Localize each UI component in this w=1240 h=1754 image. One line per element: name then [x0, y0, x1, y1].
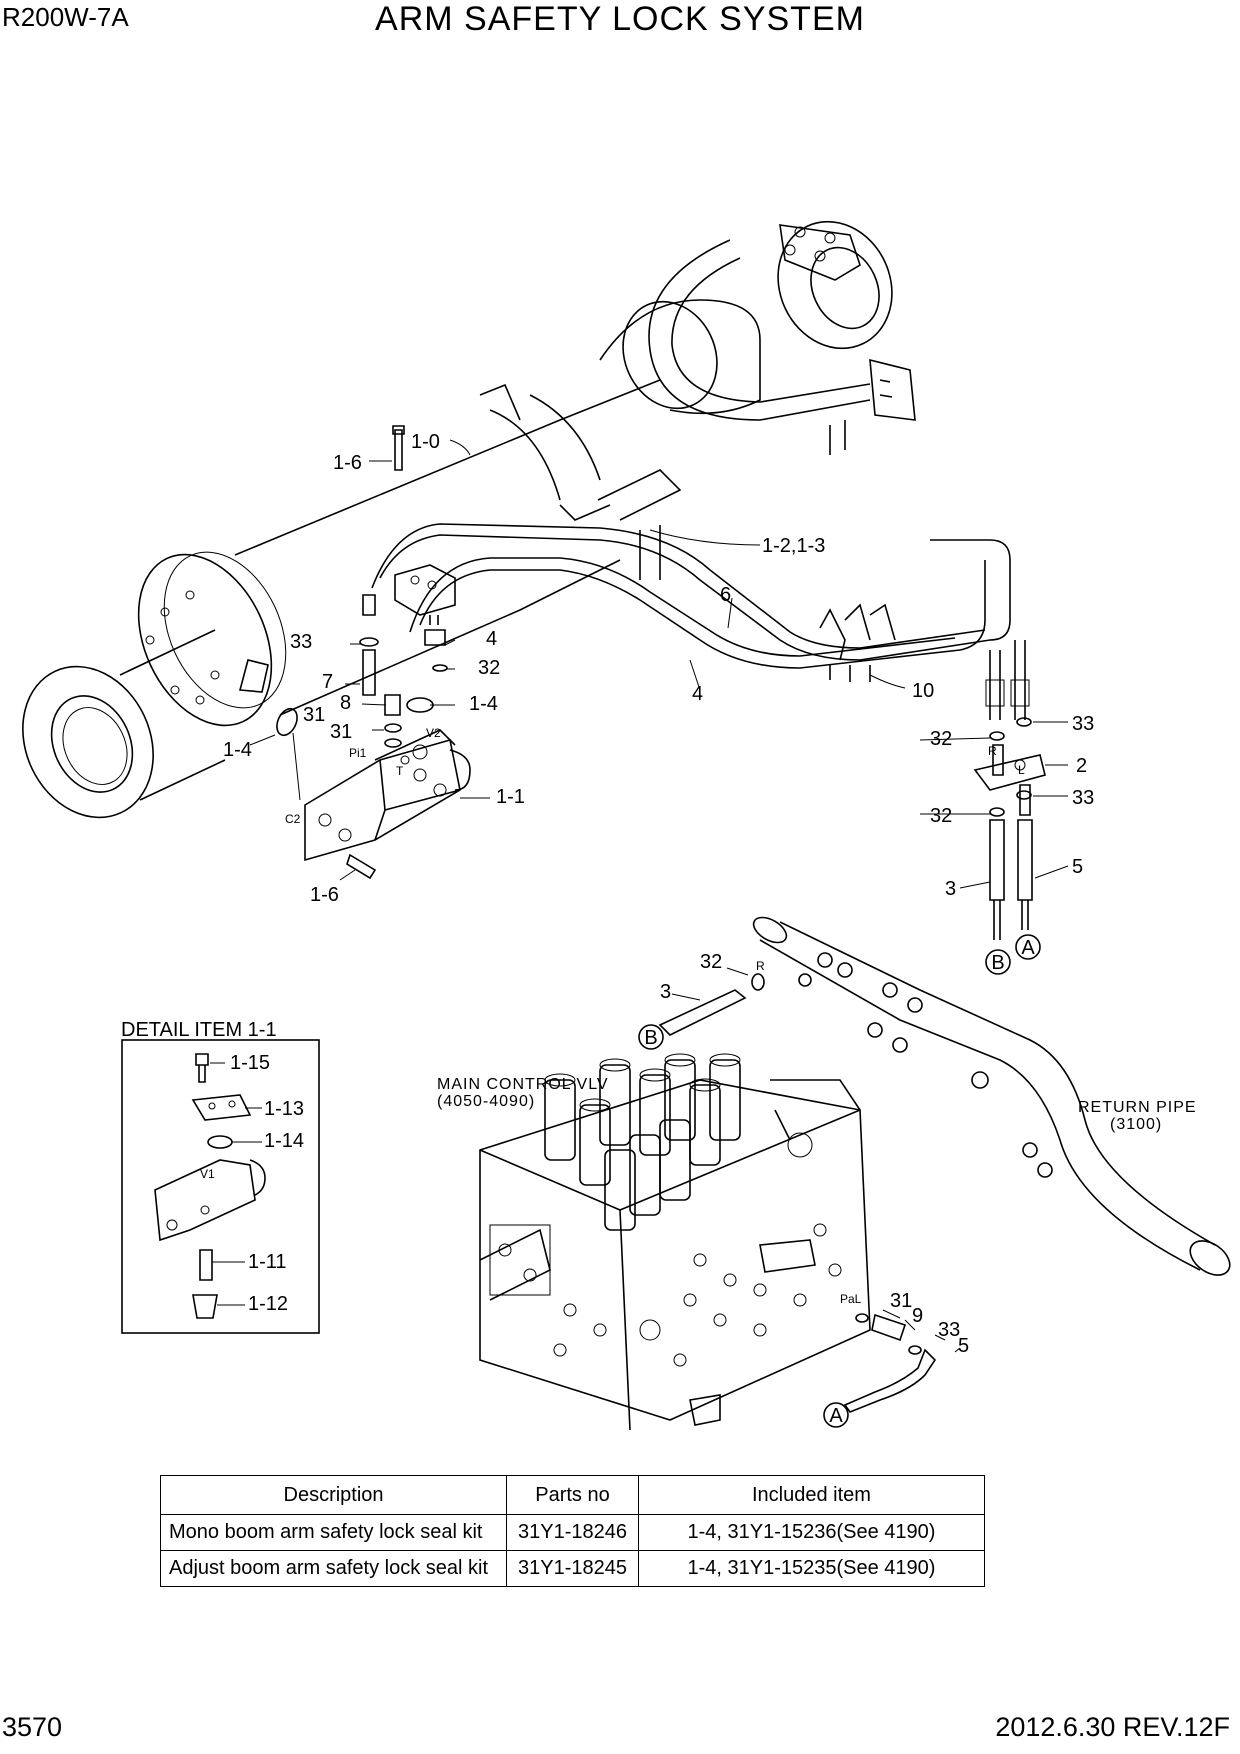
cell-included-item: 1-4, 31Y1-15235(See 4190): [637, 1550, 986, 1587]
callout-31: 31: [890, 1290, 912, 1312]
page-number: 3570: [2, 1712, 63, 1742]
mcv-caption-ref: (4050-4090): [437, 1093, 535, 1110]
callout-1-2-1-3: 1-2,1-3: [762, 535, 825, 557]
svg-text:A: A: [1021, 937, 1035, 959]
callout-33: 33: [290, 631, 312, 653]
callout-1-4: 1-4: [469, 693, 498, 715]
connector-b-upper: B: [985, 949, 1011, 975]
svg-text:A: A: [829, 1405, 843, 1427]
svg-text:PaL: PaL: [840, 1292, 862, 1306]
return-pipe-caption: RETURN PIPE: [1078, 1099, 1197, 1116]
callout-31: 31: [330, 721, 352, 743]
captions: MAIN CONTROL VLV (4050-4090) RETURN PIPE…: [437, 1076, 1197, 1133]
callout-7: 7: [322, 671, 333, 693]
callout-3: 3: [660, 981, 671, 1003]
cell-description: Adjust boom arm safety lock seal kit: [159, 1550, 508, 1587]
callout-33: 33: [1072, 787, 1094, 809]
return-pipe: [658, 916, 1231, 1276]
bracket-fittings: [973, 717, 1046, 940]
svg-text:B: B: [991, 952, 1004, 974]
detail-callout-1-15: 1-15: [230, 1052, 270, 1074]
detail-callout-1-14: 1-14: [264, 1130, 304, 1152]
callout-4: 4: [486, 628, 497, 650]
callout-5: 5: [1072, 856, 1083, 878]
table-row: Mono boom arm safety lock seal kit 31Y1-…: [159, 1514, 986, 1551]
svg-text:V2: V2: [426, 726, 441, 740]
detail-callout-1-12: 1-12: [248, 1293, 288, 1315]
header-parts-no: Parts no: [506, 1475, 639, 1515]
callout-33: 33: [938, 1319, 960, 1341]
connector-a-lower: A: [823, 1402, 849, 1428]
callout-2: 2: [1076, 755, 1087, 777]
parts-table-header: Description Parts no Included item: [159, 1475, 986, 1515]
cell-parts-no: 31Y1-18245: [506, 1550, 639, 1587]
callout-5: 5: [958, 1335, 969, 1357]
detail-item-box: DETAIL ITEM 1-1 1-15 1-13 1-14 1-11 1-12…: [121, 1019, 320, 1334]
detail-title: DETAIL ITEM 1-1: [121, 1019, 277, 1041]
connector-b-lower: B: [638, 1024, 664, 1050]
arm-cylinder: [22, 220, 1030, 819]
callout-4: 4: [692, 683, 703, 705]
callout-1-4: 1-4: [223, 739, 252, 761]
callout-labels: 1-0 1-6 1-2,1-3 6 33 4 32 7 8 1-4 4 10 3…: [223, 431, 1094, 1357]
table-row: Adjust boom arm safety lock seal kit 31Y…: [159, 1550, 986, 1587]
svg-text:L: L: [1018, 763, 1025, 777]
callout-1-1: 1-1: [496, 786, 525, 808]
connector-a-upper: A: [1015, 934, 1041, 960]
header-included-item: Included item: [637, 1475, 986, 1515]
callout-1-6: 1-6: [333, 452, 362, 474]
cell-included-item: 1-4, 31Y1-15236(See 4190): [637, 1514, 986, 1551]
callout-32: 32: [700, 951, 722, 973]
return-pipe-caption-ref: (3100): [1110, 1116, 1162, 1133]
model-code: R200W-7A: [2, 2, 129, 32]
revision-date: 2012.6.30 REV.12F: [995, 1712, 1230, 1742]
callout-31: 31: [303, 704, 325, 726]
parts-table: Description Parts no Included item Mono …: [159, 1475, 986, 1587]
cell-parts-no: 31Y1-18246: [506, 1514, 639, 1551]
header-description: Description: [159, 1475, 508, 1515]
mcv-caption: MAIN CONTROL VLV: [437, 1076, 609, 1093]
callout-8: 8: [340, 692, 351, 714]
callout-1-6: 1-6: [310, 884, 339, 906]
detail-callout-1-11: 1-11: [248, 1251, 287, 1273]
svg-text:T: T: [396, 764, 404, 778]
svg-text:R: R: [756, 959, 765, 973]
safety-lock-valve: [276, 425, 471, 880]
page-title: ARM SAFETY LOCK SYSTEM: [375, 0, 865, 38]
main-control-valve: [479, 1053, 937, 1431]
detail-callout-1-13: 1-13: [264, 1098, 304, 1120]
callout-32: 32: [930, 728, 952, 750]
cell-description: Mono boom arm safety lock seal kit: [159, 1514, 508, 1551]
port-marks: V2 Pi1 T C2 R L R PaL: [285, 726, 1025, 1306]
callout-10: 10: [912, 680, 934, 702]
svg-text:C2: C2: [285, 812, 301, 826]
callout-32: 32: [930, 805, 952, 827]
svg-text:B: B: [644, 1027, 657, 1049]
callout-32: 32: [478, 657, 500, 679]
callout-33: 33: [1072, 713, 1094, 735]
callout-1-0: 1-0: [411, 431, 440, 453]
svg-text:R: R: [988, 744, 997, 758]
callout-9: 9: [912, 1305, 923, 1327]
svg-text:V1: V1: [200, 1167, 215, 1181]
callout-3: 3: [945, 878, 956, 900]
leader-lines: [249, 439, 1069, 1353]
callout-6: 6: [720, 584, 731, 606]
svg-text:Pi1: Pi1: [349, 746, 367, 760]
